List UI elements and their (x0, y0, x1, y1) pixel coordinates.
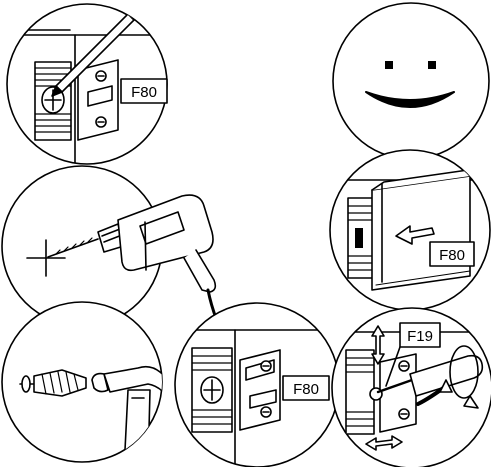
screw-and-wall-plug (19, 369, 87, 397)
bracket (239, 349, 281, 431)
smile-mouth (365, 91, 455, 108)
part-label: F80 (439, 247, 465, 264)
part-label-box: F80 (429, 241, 475, 267)
bracket (369, 353, 417, 433)
wall-plate (191, 347, 233, 433)
part-label: F19 (407, 328, 433, 345)
panel-attach-bracket: F80 (174, 302, 340, 467)
pencil (51, 13, 135, 97)
arrow-left-icon (395, 225, 435, 245)
part-label-box: F80 (120, 78, 168, 104)
horizontal-adjust-arrow-icon (365, 435, 403, 451)
crosshair-mark (26, 239, 66, 277)
panel-insert-plug (1, 301, 163, 463)
part-label-box: F80 (282, 375, 330, 401)
panel-adjust-screw: F19 (331, 307, 491, 467)
part-label: F80 (293, 381, 319, 398)
panel-success-smiley (332, 2, 490, 160)
screwdriver (376, 354, 484, 397)
rotate-arrow-icon (449, 345, 479, 409)
panel-slide-cover: F80 (329, 149, 491, 311)
left-eye (385, 61, 393, 69)
panel-mark-position: F80 (6, 3, 168, 165)
part-label-box: F19 (385, 322, 441, 387)
curved-arrow-icon (416, 379, 453, 406)
vertical-adjust-arrow-icon (371, 325, 385, 365)
right-eye (428, 61, 436, 69)
drill-bit (47, 237, 99, 258)
part-label: F80 (131, 84, 157, 101)
bracket (77, 59, 119, 141)
wall-plate (34, 61, 72, 141)
panel-drill-hole (1, 165, 232, 350)
